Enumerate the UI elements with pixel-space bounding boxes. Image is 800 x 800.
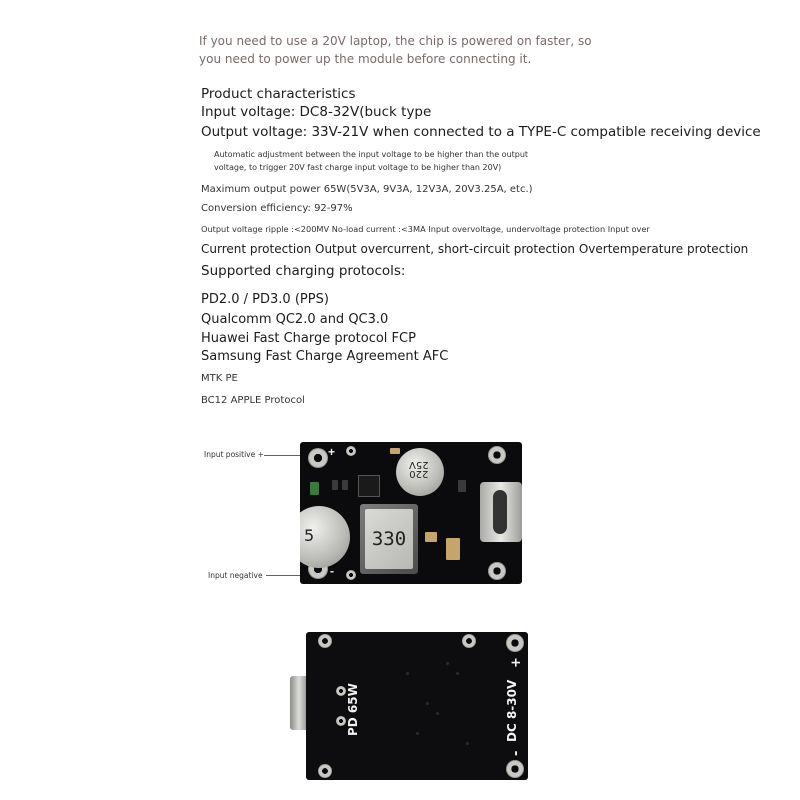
cap-small-marking: 5 <box>304 526 315 545</box>
usb-c-port <box>480 482 522 542</box>
smd-capacitor <box>390 448 400 454</box>
inductor: 330 <box>360 504 418 574</box>
plus-sign: + <box>328 445 336 459</box>
smd-led <box>310 482 319 495</box>
pad-mount <box>488 446 506 464</box>
pad-via <box>336 686 346 696</box>
pad-via <box>336 716 346 726</box>
spec-auto-adjust-2: voltage, to trigger 20V fast charge inpu… <box>214 163 502 172</box>
input-positive-label: Input positive + <box>204 450 264 459</box>
pad-via <box>346 446 356 456</box>
pcb-top-view: + - 220 25V 5 330 <box>300 442 522 584</box>
positive-arrow <box>264 455 304 456</box>
power-marking: PD 65W <box>346 683 360 736</box>
pad-mount <box>318 764 332 778</box>
note-line-1: If you need to use a 20V laptop, the chi… <box>199 34 592 48</box>
pad-positive <box>308 448 328 468</box>
minus-sign: - <box>509 750 524 756</box>
spec-efficiency: Conversion efficiency: 92-97% <box>201 203 353 214</box>
spec-auto-adjust-1: Automatic adjustment between the input v… <box>214 150 529 159</box>
input-negative-label: Input negative <box>208 571 263 580</box>
capacitor-small: 5 <box>300 506 350 568</box>
protocol-item: Samsung Fast Charge Agreement AFC <box>201 349 449 364</box>
protocol-item: BC12 APPLE Protocol <box>201 395 305 406</box>
smd-resistor <box>342 480 348 490</box>
inductor-marking: 330 <box>365 509 413 569</box>
spec-max-power: Maximum output power 65W(5V3A, 9V3A, 12V… <box>201 184 533 195</box>
spec-output-voltage: Output voltage: 33V-21V when connected t… <box>201 124 761 140</box>
protocol-item: PD2.0 / PD3.0 (PPS) <box>201 292 329 307</box>
minus-sign: - <box>330 564 334 578</box>
controller-chip <box>358 475 380 497</box>
cap-large-marking-1: 220 <box>409 468 429 479</box>
protocols-heading: Supported charging protocols: <box>201 263 406 279</box>
usb-c-opening <box>493 490 507 534</box>
spec-input-voltage: Input voltage: DC8-32V(buck type <box>201 104 432 120</box>
pcb-bottom-view: PD 65W DC 8-30V + - <box>306 632 528 780</box>
pad-via <box>346 570 356 580</box>
capacitor-large: 220 25V <box>396 448 444 496</box>
smd-capacitor <box>446 538 460 560</box>
cap-large-marking-2: 25V <box>409 459 429 470</box>
negative-arrow <box>266 575 304 576</box>
pad-negative <box>506 760 524 778</box>
protocol-item: Huawei Fast Charge protocol FCP <box>201 331 416 346</box>
smd-capacitor <box>425 532 437 542</box>
protocol-item: MTK PE <box>201 373 238 384</box>
pad-positive <box>506 634 524 652</box>
protocol-item: Qualcomm QC2.0 and QC3.0 <box>201 312 389 327</box>
spec-ripple: Output voltage ripple :<200MV No-load cu… <box>201 224 650 234</box>
pad-mount <box>462 634 476 648</box>
specs-heading: Product characteristics <box>201 86 356 102</box>
smd-resistor <box>458 480 466 492</box>
note-line-2: you need to power up the module before c… <box>199 52 532 66</box>
pad-mount <box>318 634 332 648</box>
usb-c-port-side <box>290 676 308 730</box>
pad-mount <box>488 562 506 580</box>
input-marking: DC 8-30V <box>505 679 519 742</box>
smd-resistor <box>332 480 338 490</box>
plus-sign: + <box>509 657 524 668</box>
spec-protection: Current protection Output overcurrent, s… <box>201 242 749 256</box>
